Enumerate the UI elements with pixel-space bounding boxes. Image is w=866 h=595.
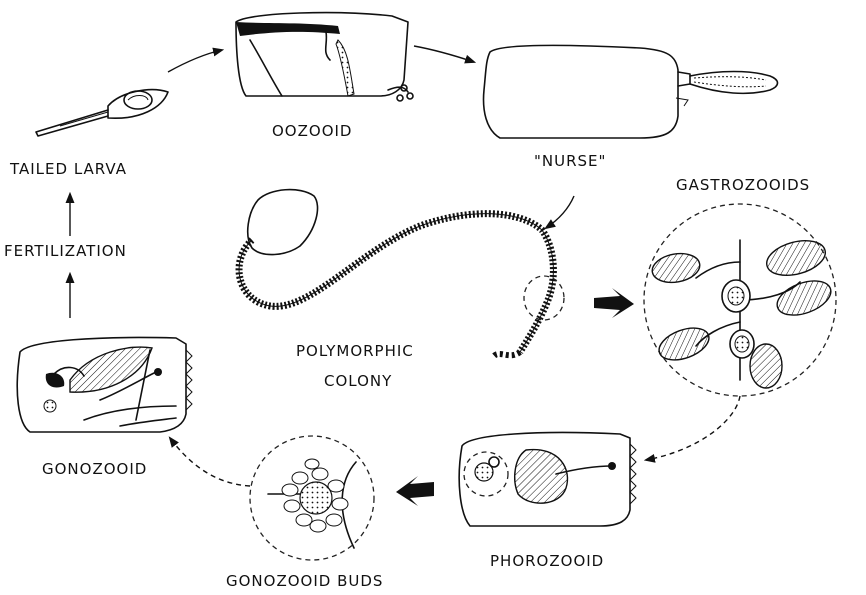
nurse-figure	[482, 44, 779, 139]
label-polymorphic: POLYMORPHIC	[296, 342, 414, 360]
label-fertilization: FERTILIZATION	[4, 242, 127, 260]
label-colony: COLONY	[324, 372, 392, 390]
label-nurse: "NURSE"	[534, 152, 606, 170]
label-gastrozooids: GASTROZOOIDS	[676, 176, 810, 194]
label-oozooid: OOZOOID	[272, 122, 352, 140]
gastrozooids-figure	[643, 203, 837, 397]
gonozooid-figure	[16, 336, 193, 433]
label-gonozooid: GONOZOOID	[42, 460, 147, 478]
label-tailed-larva: TAILED LARVA	[9, 160, 127, 178]
bold-arrow-left-icon	[396, 476, 434, 506]
phorozooid-figure	[458, 431, 637, 527]
cycle-arrows	[65, 45, 741, 506]
polymorphic-colony-figure	[235, 188, 565, 359]
bold-arrow-right-icon	[594, 288, 634, 318]
label-phorozooid: PHOROZOOID	[490, 552, 604, 570]
label-gonozooid-buds: GONOZOOID BUDS	[226, 572, 383, 590]
oozooid-figure	[235, 11, 414, 102]
gonozooid-buds-figure	[249, 435, 375, 561]
tailed-larva-figure	[35, 88, 169, 137]
